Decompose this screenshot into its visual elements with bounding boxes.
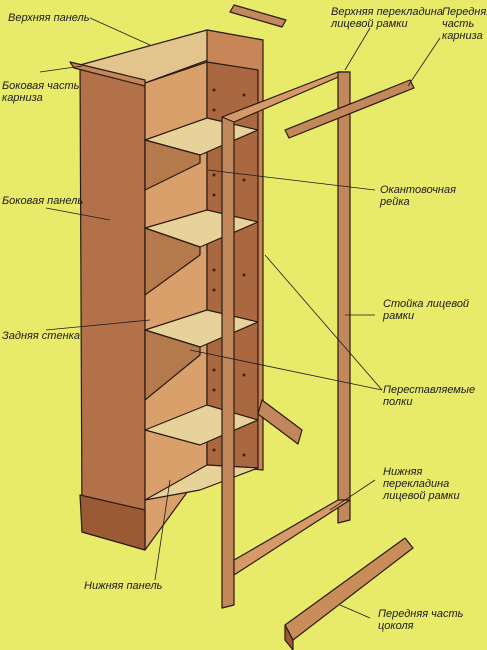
- plinth-side: [79, 494, 146, 551]
- frame-left-stile: [221, 112, 235, 609]
- label-cornice-side: Боковая часть карниза: [2, 80, 80, 104]
- label-plinth-front: Передняя часть цоколя: [378, 608, 464, 632]
- cornice-top-bar: [229, 4, 287, 28]
- side-panel: [79, 64, 146, 551]
- shelf-2-edge: [144, 227, 201, 296]
- peg-holes: [212, 88, 246, 457]
- label-side-panel: Боковая панель: [2, 195, 84, 207]
- label-top-panel: Верхняя панель: [8, 12, 90, 24]
- label-bottom-panel: Нижняя панель: [84, 580, 163, 592]
- shelf-1-edge: [144, 139, 201, 191]
- frame-bottom-rail: [233, 499, 351, 576]
- frame-right-stile: [337, 71, 351, 524]
- loose-strip: [257, 399, 303, 445]
- label-edge-strip: Окантовочная рейка: [380, 184, 456, 208]
- shelf-3-edge: [144, 329, 201, 401]
- label-frame-stile: Стойка лицевой рамки: [383, 298, 470, 322]
- leader-lines: [39, 17, 441, 619]
- cornice-front: [284, 79, 415, 139]
- plinth-front-face: [284, 624, 294, 650]
- label-cornice-front: Передняя часть карниза: [442, 6, 487, 42]
- cornice-side: [69, 61, 146, 87]
- label-back-wall: Задняя стенка: [2, 330, 80, 342]
- label-frame-bottom-rail: Нижняя перекладина лицевой рамки: [383, 466, 460, 502]
- label-frame-top-rail: Верхняя перекладина лицевой рамки: [331, 6, 443, 30]
- label-movable-shelves: Переставляемые полки: [383, 384, 476, 408]
